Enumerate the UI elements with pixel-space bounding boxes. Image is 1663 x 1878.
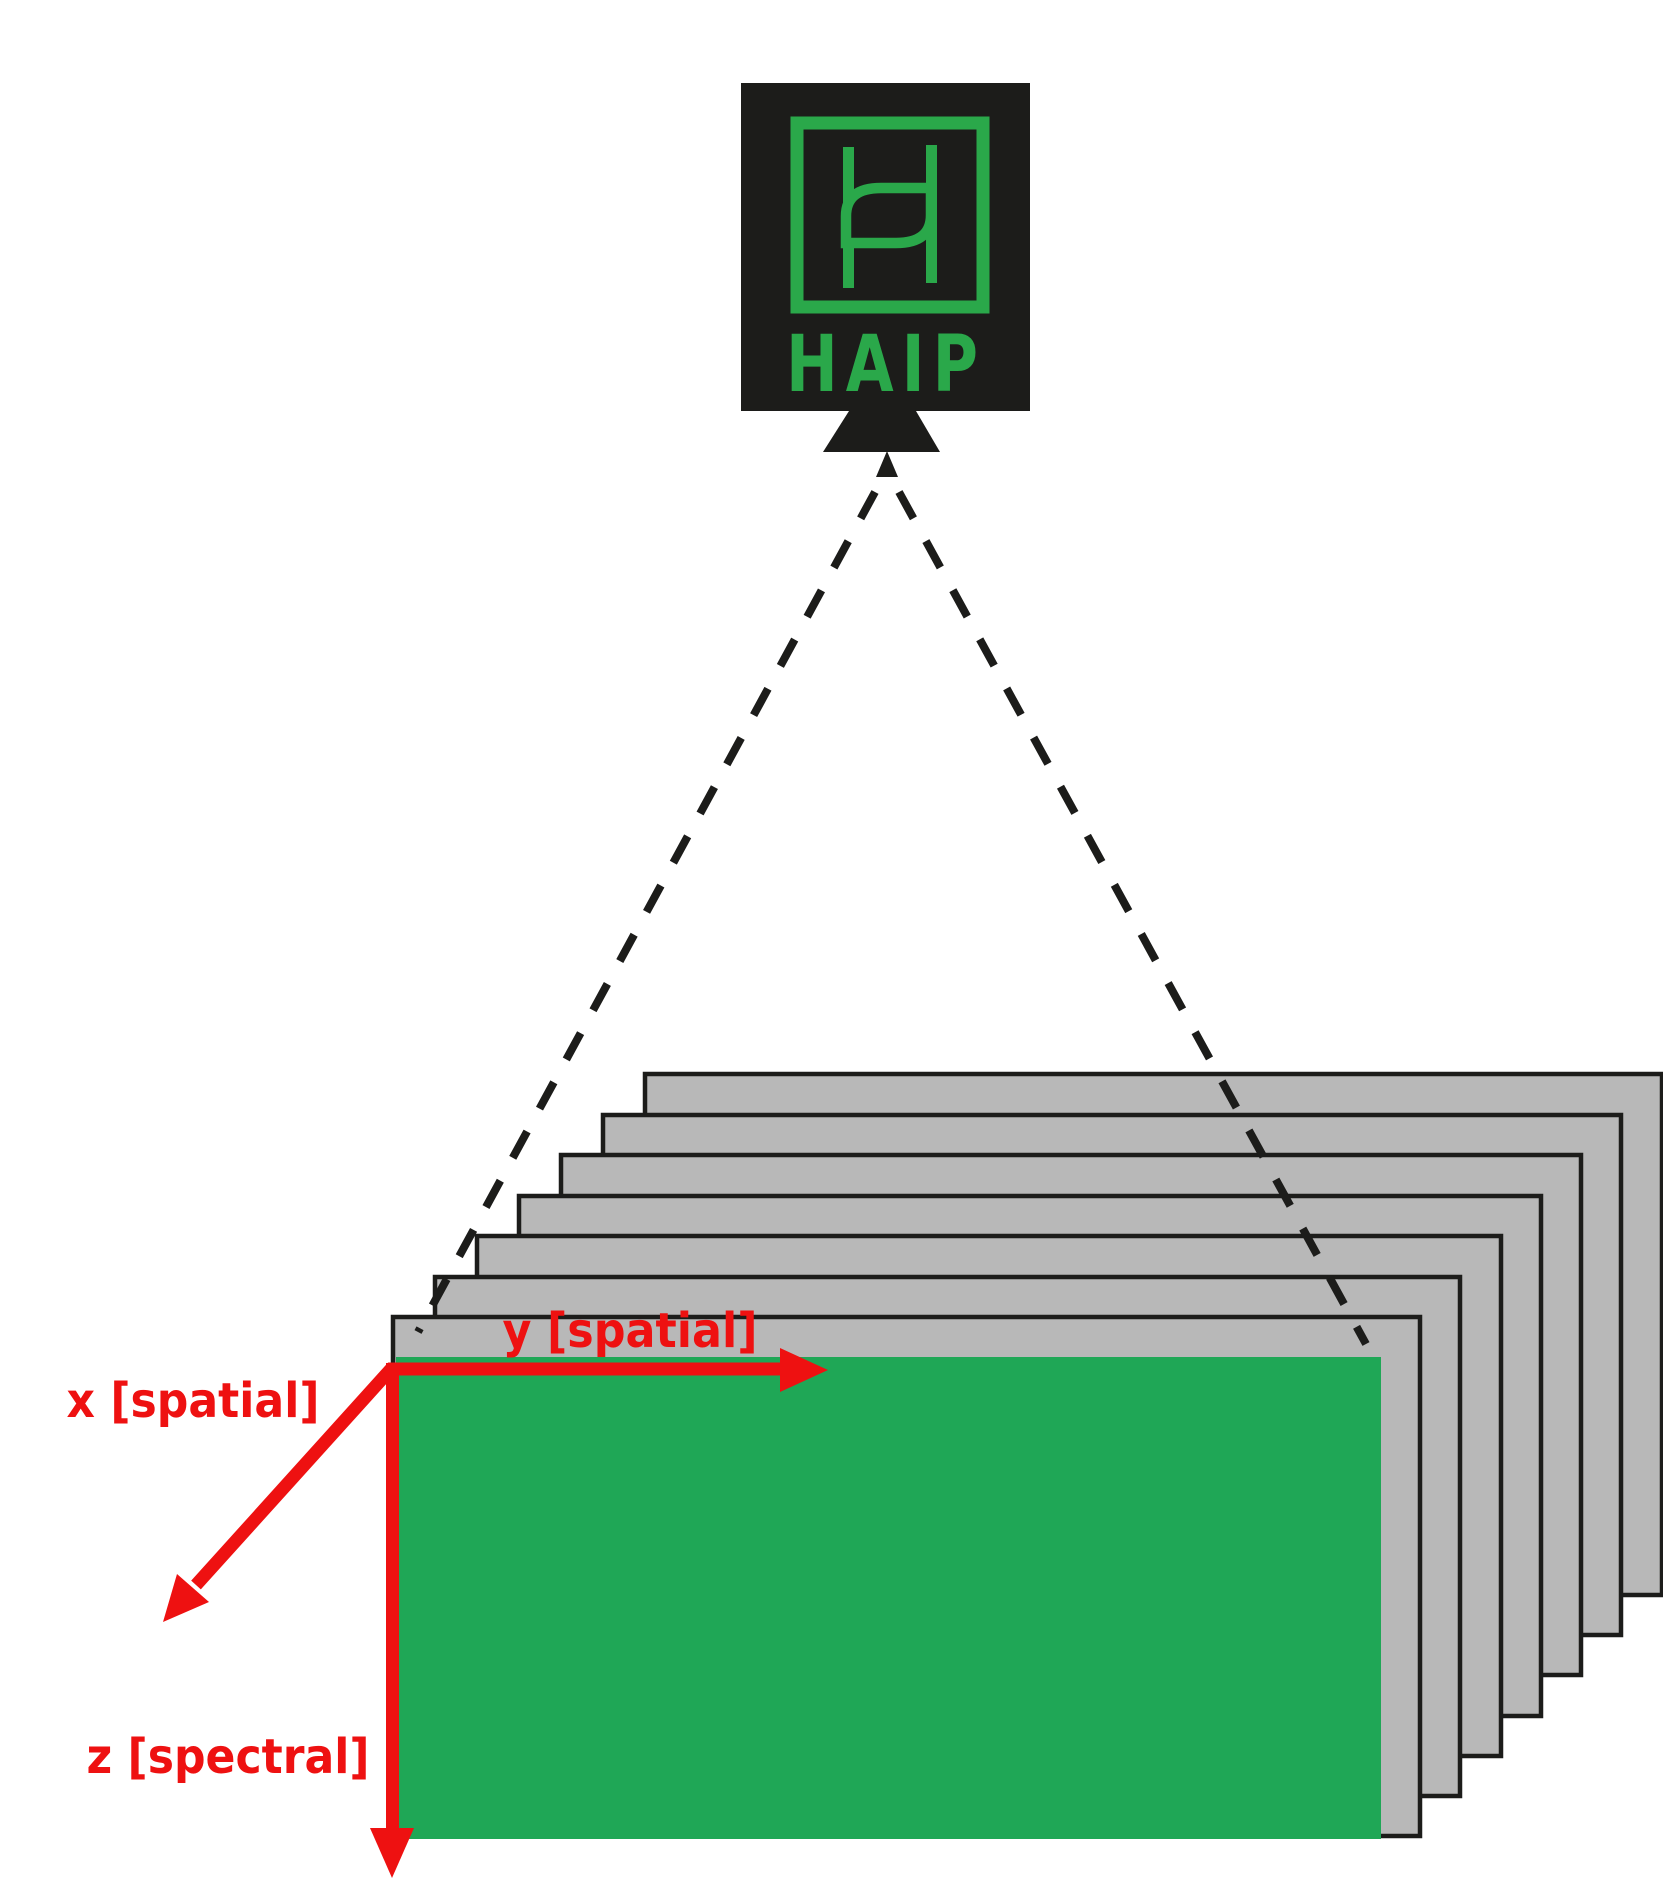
- fov-apex-arrowhead-icon: [876, 451, 898, 477]
- x-axis-label: x [spatial]: [67, 1373, 320, 1429]
- y-axis-label: y [spatial]: [503, 1303, 758, 1359]
- brand-wordmark: HAIP: [786, 320, 986, 410]
- y-axis-arrowhead-icon: [780, 1348, 828, 1392]
- haip-h-leaf-logo-icon: [790, 116, 990, 314]
- fov-right-dashed-line: [895, 490, 1370, 1346]
- z-axis-arrowhead-icon: [370, 1828, 414, 1878]
- cube-front-face: [396, 1357, 1381, 1839]
- logo-frame: [790, 116, 990, 314]
- axes: y [spatial] x [spatial] z [spectral]: [67, 1303, 828, 1878]
- logo-leaf-icon: [840, 182, 937, 249]
- x-axis-arrowhead-icon: [163, 1574, 209, 1622]
- camera-lens-mount: [823, 411, 940, 452]
- fov-cone: [414, 490, 1370, 1346]
- z-axis-label: z [spectral]: [87, 1729, 370, 1785]
- haip-camera: HAIP: [741, 83, 1030, 452]
- fov-left-dashed-line: [414, 490, 879, 1334]
